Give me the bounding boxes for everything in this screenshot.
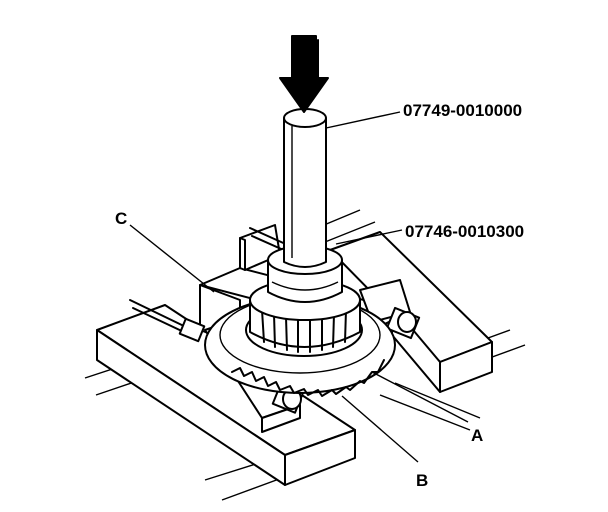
press-frame-lines: [84, 209, 526, 501]
leader-lines: [129, 111, 469, 463]
tool-attachment-label: 07746-0010300: [405, 222, 524, 241]
separator-bolts: [129, 227, 421, 414]
label-a: A: [471, 426, 483, 445]
tool-driver-label: 07749-0010000: [403, 101, 522, 120]
press-arrow: [279, 35, 329, 113]
label-b: B: [416, 471, 428, 490]
label-c: C: [115, 209, 127, 228]
driver-shaft: [283, 108, 327, 268]
